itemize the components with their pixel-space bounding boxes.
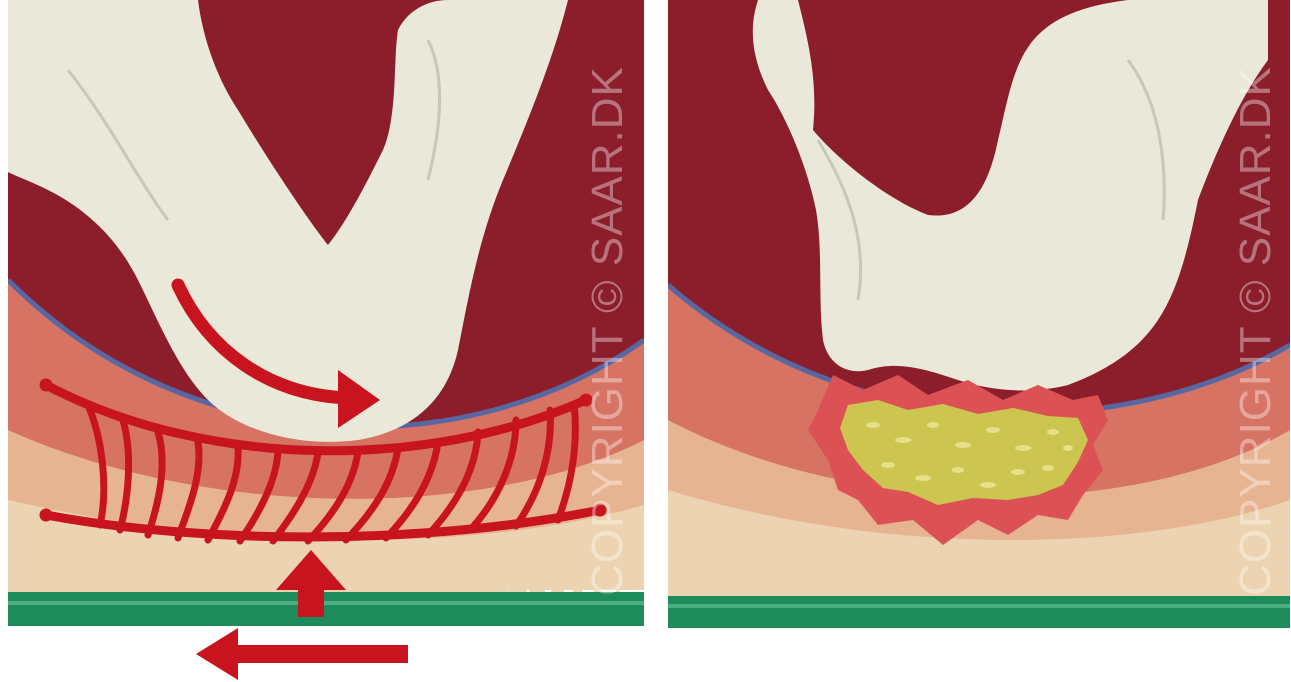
left-panel-shear-illustration: COPYRIGHT © SAAR.DK	[8, 0, 644, 682]
left-illustration-svg	[8, 0, 644, 682]
right-illustration-svg	[668, 0, 1290, 682]
copyright-watermark: COPYRIGHT © SAAR.DK	[1226, 0, 1286, 672]
support-surface	[8, 592, 644, 626]
surface-highlight	[8, 601, 644, 605]
right-panel-necrosis-illustration: COPYRIGHT © SAAR.DK	[668, 0, 1290, 682]
watermark-text: COPYRIGHT © SAAR.DK	[583, 66, 633, 596]
lower-margin	[668, 628, 1290, 682]
surface-highlight	[668, 604, 1290, 608]
watermark-text: COPYRIGHT © SAAR.DK	[1231, 66, 1281, 596]
copyright-watermark: COPYRIGHT © SAAR.DK	[578, 0, 638, 672]
support-surface	[668, 596, 1290, 628]
